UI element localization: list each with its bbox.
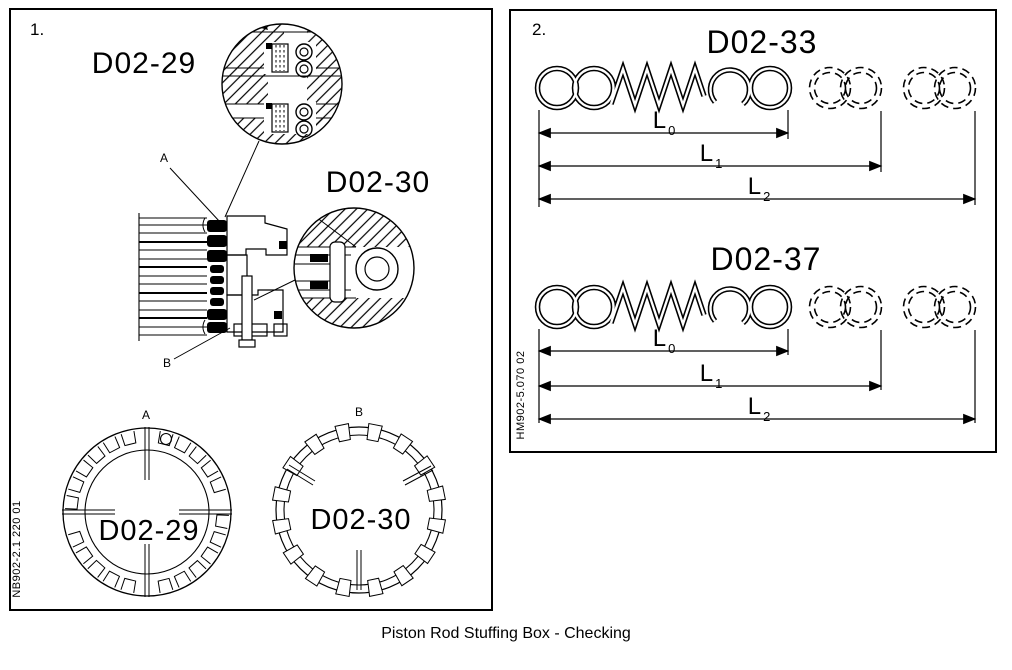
spring-length-diagram <box>511 11 977 425</box>
detail-circle-d02-29 <box>221 23 343 145</box>
segment-ring-d02-29 <box>62 427 232 597</box>
ring-a-marker: A <box>142 408 151 422</box>
panel2-index: 2. <box>532 20 547 39</box>
spring-label-d02-33: D02-33 <box>706 24 818 60</box>
detail-label-d02-30: D02-30 <box>325 166 431 199</box>
spring-drawing-d02-37 <box>537 285 977 425</box>
ring-pin-hole <box>159 432 173 446</box>
spring-label-d02-37: D02-37 <box>710 241 822 277</box>
figure-caption: Piston Rod Stuffing Box - Checking <box>381 625 631 642</box>
ring-split-lines <box>62 427 232 597</box>
ring-b-marker: B <box>355 405 364 419</box>
packing-ring-stack <box>202 217 227 335</box>
panel2-doc-code: HM902-5.070 02 <box>515 350 527 440</box>
figure-panel-1: 1. D02-29 D02-30 A B A B D02-29 D02-30 N… <box>9 8 493 611</box>
panel1-doc-code: NB902-2.1 220 01 <box>11 500 23 598</box>
detail-circle-d02-30 <box>293 207 415 329</box>
spring-drawing-d02-33 <box>537 66 977 207</box>
leader-lines <box>169 140 296 360</box>
ring-split-lines <box>286 464 434 590</box>
stretched-spring-phantom <box>808 66 883 110</box>
section-marker-a: A <box>160 151 169 165</box>
packing-spring-unit <box>264 102 316 138</box>
packing-spring-unit <box>264 42 316 78</box>
dimension-lines <box>537 110 977 207</box>
stretched-spring-phantom <box>902 66 977 110</box>
stretched-spring-phantom <box>902 285 977 329</box>
ring-a-part-label: D02-29 <box>98 515 200 547</box>
piston-rod <box>138 213 207 341</box>
stretched-spring-phantom <box>808 285 883 329</box>
stuffing-box-section-drawing <box>62 23 447 598</box>
dimension-lines <box>537 329 977 425</box>
section-marker-b: B <box>163 356 172 370</box>
ring-b-part-label: D02-30 <box>310 504 412 536</box>
panel1-index: 1. <box>30 20 45 39</box>
detail-label-d02-29: D02-29 <box>91 47 197 80</box>
segment-ring-d02-30 <box>271 422 447 598</box>
stuffing-box-housing <box>226 215 288 348</box>
